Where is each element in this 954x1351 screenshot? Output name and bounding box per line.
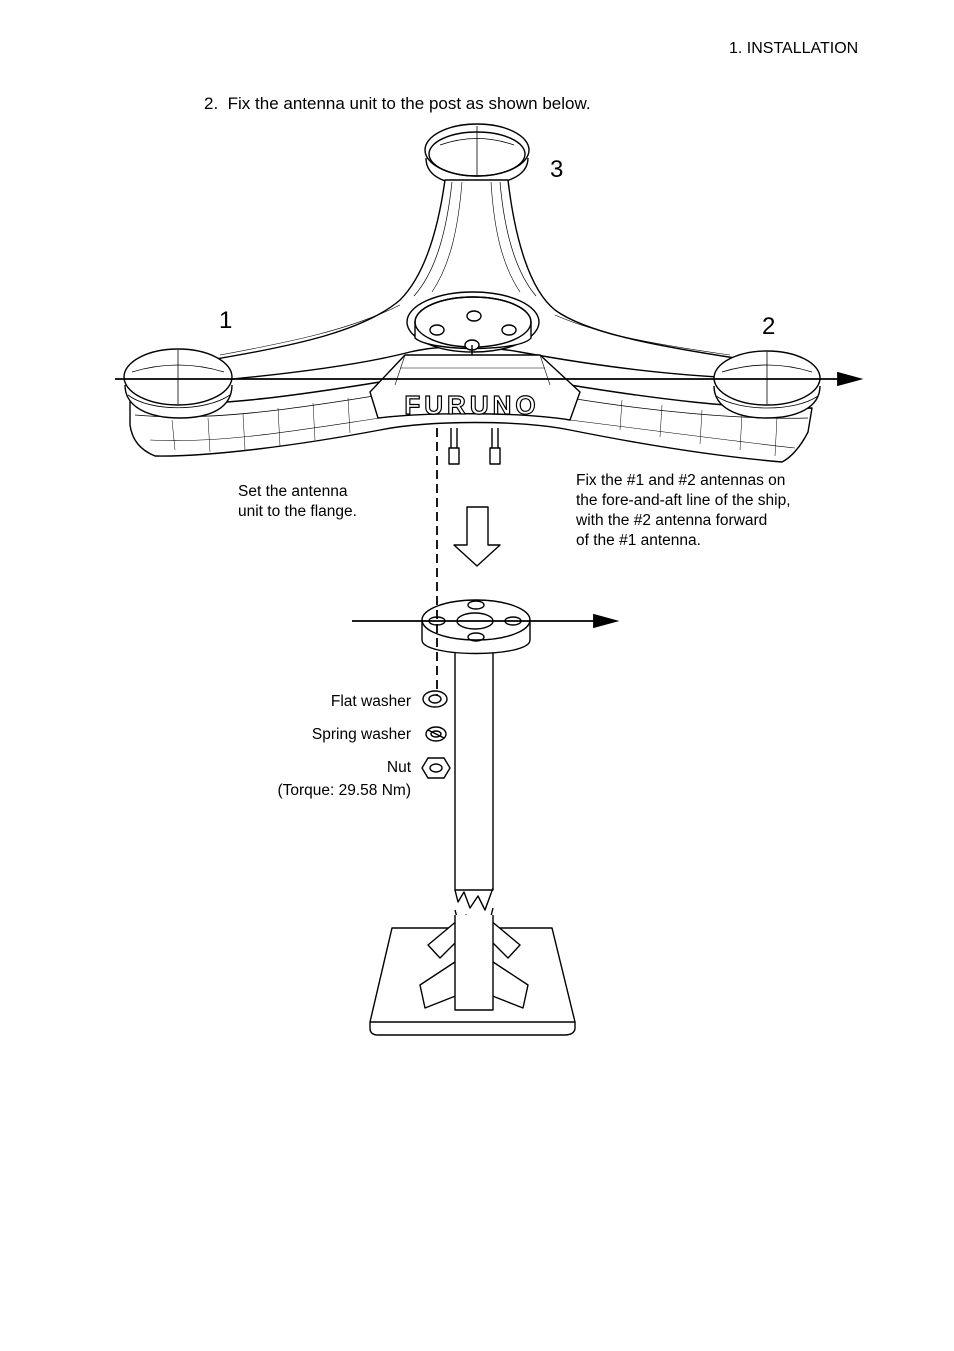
arrow-head-icon bbox=[593, 613, 620, 629]
flat-washer-label: Flat washer bbox=[330, 693, 411, 710]
antenna-dome-3 bbox=[424, 123, 530, 186]
set-flange-note: Set the antenna unit to the flange. bbox=[238, 483, 357, 520]
down-arrow-icon bbox=[453, 506, 501, 567]
antenna-dome-2 bbox=[713, 350, 821, 419]
antenna-number-2: 2 bbox=[762, 313, 776, 340]
bolt-icon bbox=[429, 310, 517, 355]
orientation-note: Fix the #1 and #2 antennas on the fore-a… bbox=[576, 472, 791, 549]
antenna-number-3: 3 bbox=[550, 156, 564, 183]
nut-label: Nut bbox=[386, 759, 411, 776]
center-mount bbox=[406, 291, 540, 355]
antenna-number-1: 1 bbox=[219, 307, 233, 334]
step-instruction: 2. Fix the antenna unit to the post as s… bbox=[204, 94, 591, 114]
spring-washer-label: Spring washer bbox=[311, 726, 411, 743]
spring-washer-icon bbox=[425, 726, 447, 742]
nut-icon bbox=[421, 757, 451, 779]
flat-washer-icon bbox=[422, 690, 448, 708]
antenna-dome-1 bbox=[123, 348, 233, 419]
mounting-post bbox=[421, 599, 531, 933]
section-header: 1. INSTALLATION bbox=[729, 40, 859, 57]
cable-connector-icon bbox=[448, 428, 501, 465]
step-number: 2. bbox=[204, 94, 219, 113]
base-plate bbox=[369, 915, 576, 1036]
torque-label: (Torque: 29.58 Nm) bbox=[277, 782, 411, 799]
step-text: Fix the antenna unit to the post as show… bbox=[227, 94, 591, 113]
brand-logo: FURUNO bbox=[404, 390, 539, 420]
antenna-body bbox=[129, 179, 813, 463]
arrow-head-icon bbox=[837, 371, 864, 387]
